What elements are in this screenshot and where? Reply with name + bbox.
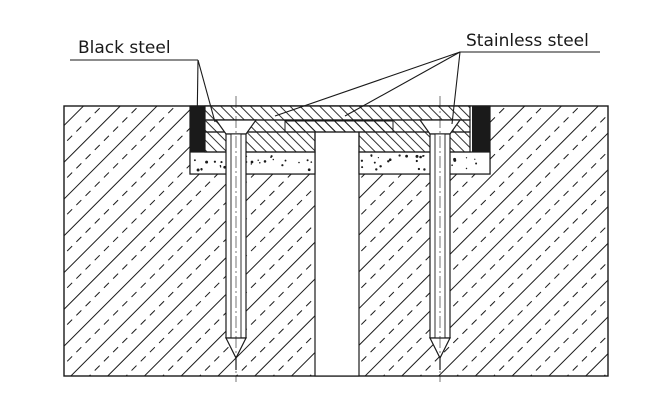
anchor-bolt-right [418, 96, 462, 382]
central-gap [314, 131, 360, 377]
stainless-plates [204, 105, 471, 153]
black-steel-label: Black steel [78, 38, 171, 58]
stainless-steel-label: Stainless steel [466, 31, 589, 51]
leader-black-steel [70, 59, 216, 131]
leader-stainless-steel [274, 51, 600, 125]
anchor-bolt-left [214, 96, 258, 382]
